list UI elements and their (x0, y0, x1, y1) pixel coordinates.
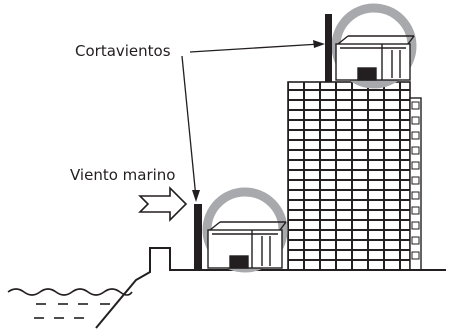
windbreak-label: Cortavientos (75, 42, 171, 60)
sea (7, 288, 133, 319)
wind-arrow-icon (138, 186, 188, 222)
sea-wind-label: Viento marino (70, 166, 175, 184)
outdoor-unit-icon (207, 221, 287, 269)
windbreak-ground (194, 204, 202, 270)
windbreak-roof (325, 14, 332, 82)
seawall (95, 247, 178, 329)
callout-arrowheads (192, 40, 325, 202)
building-side-windows (411, 101, 420, 260)
outdoor-unit-icon (335, 35, 415, 81)
callout-leader (181, 43, 321, 199)
building (287, 81, 422, 271)
